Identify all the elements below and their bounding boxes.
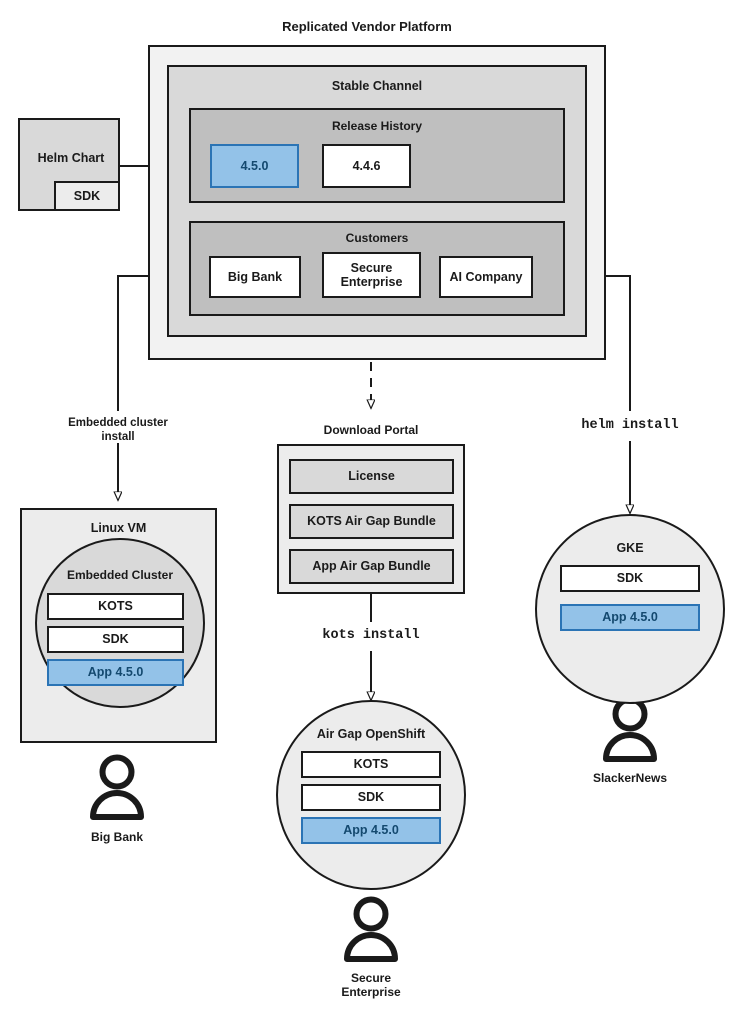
customers-title: Customers	[345, 231, 409, 245]
linux-vm-component-app[interactable]: App 4.5.0	[47, 659, 184, 686]
page-title: Replicated Vendor Platform	[282, 19, 452, 34]
release-item-446[interactable]: 4.4.6	[322, 144, 411, 188]
helm-chart-label: Helm Chart	[37, 151, 105, 165]
download-portal-item-kots-air-gap-bundle[interactable]: KOTS Air Gap Bundle	[289, 504, 454, 539]
release-item-450[interactable]: 4.5.0	[210, 144, 299, 188]
linux-vm-title: Linux VM	[90, 521, 147, 535]
user-label-secure-enterprise: Secure Enterprise	[341, 971, 401, 1000]
person-icon-secure-enterprise	[344, 896, 398, 962]
edge-label-kots-install: kots install	[322, 628, 420, 643]
user-label-slackernews: SlackerNews	[592, 771, 668, 785]
gke-title: GKE	[616, 541, 644, 555]
openshift-component-sdk[interactable]: SDK	[301, 784, 441, 811]
helm-chart-sdk-box[interactable]: SDK	[54, 181, 120, 211]
customer-ai-company[interactable]: AI Company	[439, 256, 533, 298]
edge-label-helm-install: helm install	[581, 418, 679, 433]
customer-big-bank[interactable]: Big Bank	[209, 256, 301, 298]
linux-vm-component-kots[interactable]: KOTS	[47, 593, 184, 620]
openshift-component-kots[interactable]: KOTS	[301, 751, 441, 778]
linux-vm-component-sdk[interactable]: SDK	[47, 626, 184, 653]
release-history-title: Release History	[331, 119, 423, 133]
download-portal-title: Download Portal	[323, 423, 419, 437]
openshift-component-app[interactable]: App 4.5.0	[301, 817, 441, 844]
air-gap-openshift-title: Air Gap OpenShift	[316, 727, 426, 741]
user-label-big-bank: Big Bank	[90, 830, 143, 844]
edge-label-embedded-cluster-install: Embedded cluster install	[68, 417, 168, 443]
download-portal-item-license[interactable]: License	[289, 459, 454, 494]
customer-secure-enterprise[interactable]: Secure Enterprise	[322, 252, 421, 298]
person-icon-big-bank	[90, 754, 144, 820]
gke-component-app[interactable]: App 4.5.0	[560, 604, 700, 631]
gke-component-sdk[interactable]: SDK	[560, 565, 700, 592]
person-icon-slackernews	[603, 696, 657, 762]
embedded-cluster-title: Embedded Cluster	[66, 568, 174, 582]
download-portal-item-app-air-gap-bundle[interactable]: App Air Gap Bundle	[289, 549, 454, 584]
stable-channel-title: Stable Channel	[331, 79, 423, 93]
